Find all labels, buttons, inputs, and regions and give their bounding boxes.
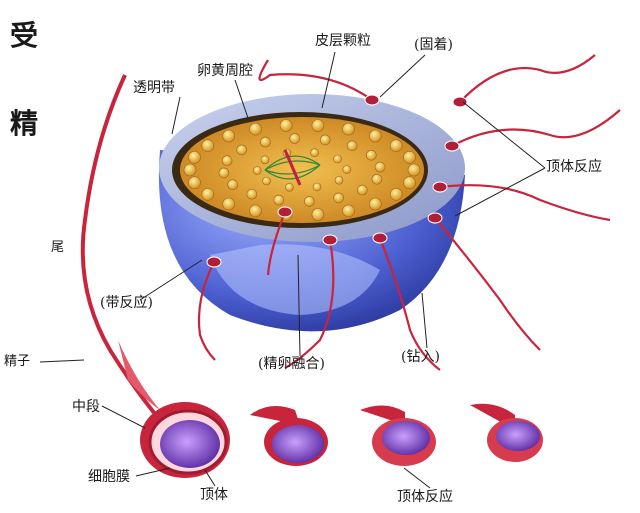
sperm-tail [451,109,621,147]
title-char-2: 精 [10,107,39,140]
granule [279,119,293,132]
granule [356,184,368,196]
label-cortical-granules: 皮层颗粒 [315,33,371,49]
granule [262,176,271,186]
sperm-head [322,234,338,246]
egg-cytoplasm [180,117,424,223]
granule [342,165,352,174]
granule [201,139,215,152]
sperm-tail [459,54,596,103]
granule [303,196,315,207]
sperm-tail [284,239,335,369]
granule [252,166,262,175]
sperm-head [277,206,293,218]
label-attachment: (固着) [414,37,453,53]
label-acrosome-reaction-right: 顶体反应 [546,159,602,175]
granule [346,140,358,152]
acrosome-reaction-sequence [250,403,543,466]
label-tail: 尾 [51,240,65,255]
label-perivitelline-space: 卵黄周腔 [197,63,253,79]
granule [227,179,238,190]
sperm-head [452,96,468,108]
sperm-stage-1 [250,406,328,466]
granule [273,194,285,206]
granule [289,133,301,144]
label-cell-membrane: 细胞膜 [88,469,130,485]
granule [319,134,331,146]
granule [333,192,344,204]
granule [342,122,355,136]
title-char-1: 受 [10,19,39,52]
granule [285,183,294,192]
large-sperm [80,74,230,478]
sperm-stage-2 [360,405,436,466]
granule [371,174,383,185]
granule [222,129,235,143]
granule [201,188,215,201]
label-sperm: 精子 [4,354,31,369]
sperm-tail [434,217,541,351]
granule [403,151,416,164]
granule [334,175,344,185]
sperm-head [160,420,220,468]
label-penetration: (钻入) [401,349,440,365]
granule [333,154,342,164]
granule [246,188,258,200]
granule [389,139,403,152]
spindle [264,149,321,186]
granule [407,163,421,177]
granule [249,204,262,218]
granule [310,148,319,157]
sperm-tail [439,184,611,222]
sperm-head [444,140,460,152]
granule [368,197,382,211]
label-zona-pellucida: 透明带 [133,80,175,96]
granule [342,204,355,218]
granule [403,176,416,189]
cortical-granules [183,119,421,221]
sperm-head [206,256,222,268]
granule [389,188,403,201]
granule [221,155,233,166]
granule [236,144,247,156]
granule [312,182,322,192]
granule [368,129,382,143]
sperm-tail [80,74,162,422]
label-fusion: (精卵融合) [258,356,325,372]
egg-cross-section [158,94,465,332]
sperm-head [427,212,443,224]
label-acrosome-reaction-bottom: 顶体反应 [397,489,453,505]
sperm-head [364,94,380,106]
sperm-tail [266,211,287,276]
sperm-stage-3 [470,403,543,462]
label-acrosome: 顶体 [200,487,228,503]
granule [260,155,270,165]
granule [183,163,197,177]
granule [365,150,377,161]
sperm-tail [258,59,373,101]
granule [311,208,325,221]
sperm-tail [197,261,216,361]
label-midpiece: 中段 [72,399,100,415]
granule [188,151,201,164]
granule [218,167,230,179]
label-zona-reaction: (带反应) [100,295,153,311]
granule [260,136,271,148]
granule [222,197,235,211]
sperm-head [432,181,448,193]
granule [374,161,386,173]
granule [311,119,325,132]
granule [188,176,201,189]
sperm-tail [378,237,441,371]
granule [249,122,262,136]
sperm-head [372,232,388,244]
